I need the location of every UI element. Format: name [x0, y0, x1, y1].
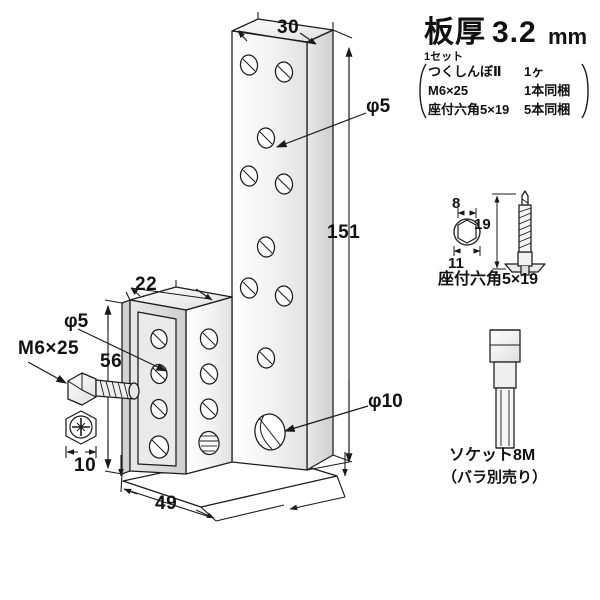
thickness-unit: mm	[548, 24, 588, 49]
callout-large-hole: φ10	[368, 391, 403, 412]
callout-arm-hole: φ5	[64, 311, 89, 332]
socket-part-sublabel: （バラ別売り）	[442, 469, 548, 486]
page-title: 板厚	[424, 16, 486, 49]
callout-bolt: M6×25	[18, 338, 80, 359]
spec-row-1-name: M6×25	[428, 83, 469, 98]
spec-row-0-name: つくしんぼⅡ	[428, 64, 502, 79]
dim-flange-width: 11	[448, 255, 464, 272]
dim-arm-width: 22	[135, 274, 158, 295]
dim-plate-width: 30	[277, 17, 300, 38]
screw-part-label: 座付六角5×19	[438, 271, 539, 288]
thickness-value: 3.2	[492, 16, 537, 49]
spec-row-2-qty: 5本同梱	[524, 102, 571, 117]
spec-row-1-qty: 1本同梱	[524, 83, 571, 98]
dim-hex-across-flats: 8	[452, 195, 461, 212]
spec-row-0-qty: 1ヶ	[524, 64, 545, 79]
spec-bracket-frame	[419, 63, 589, 119]
callout-small-hole: φ5	[366, 96, 391, 117]
dim-plate-height: 151	[327, 222, 361, 243]
set-label: 1セット	[424, 51, 464, 63]
spec-row-2-name: 座付六角5×19	[428, 102, 510, 117]
socket-part-label: ソケット8M	[449, 447, 536, 464]
dim-arm-height: 56	[100, 351, 123, 372]
dim-base-depth: 49	[155, 493, 178, 514]
dim-screw-length: 19	[474, 216, 491, 233]
dim-bolt-head-width: 10	[74, 455, 97, 476]
